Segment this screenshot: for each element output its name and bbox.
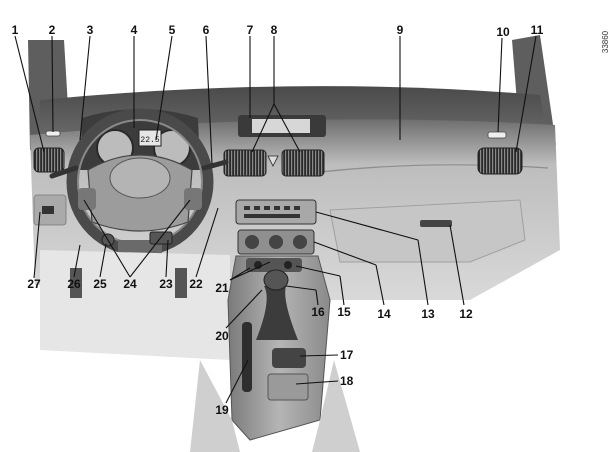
callout-14: 14: [377, 307, 391, 321]
climate-left-knob: [245, 235, 259, 249]
callout-1: 1: [12, 23, 19, 37]
horn-pad: [109, 157, 171, 199]
radio-buttons: [244, 206, 300, 218]
callout-21: 21: [215, 281, 229, 295]
callout-11: 11: [531, 23, 544, 37]
callout-10: 10: [496, 25, 510, 39]
cup-holder: [272, 348, 306, 368]
central-left-vent: [223, 149, 267, 177]
callout-19: 19: [215, 403, 229, 417]
callout-9: 9: [397, 23, 404, 37]
steering-left-controls: [78, 188, 96, 210]
right-side-vent: [477, 147, 523, 175]
central-right-vent: [281, 149, 325, 177]
bonnet-release: [42, 206, 54, 214]
storage-compartment: [267, 373, 309, 401]
wiper-stalk: [201, 159, 229, 171]
side-window-demister: [487, 131, 507, 139]
callout-15: 15: [337, 305, 351, 319]
gear-knob: [263, 269, 289, 291]
callout-27: 27: [27, 277, 41, 291]
driver-footwell: [40, 250, 230, 360]
callout-7: 7: [247, 23, 254, 37]
digital-display-value: 22.5: [140, 136, 159, 145]
callout-20: 20: [215, 329, 229, 343]
parking-brake: [242, 322, 252, 392]
callout-13: 13: [421, 307, 435, 321]
left-seat-edge: [190, 360, 240, 452]
callout-3: 3: [87, 23, 94, 37]
callout-4: 4: [131, 23, 138, 37]
callout-24: 24: [123, 277, 137, 291]
glovebox: [329, 199, 526, 263]
gear-lever-gaiter: [256, 286, 298, 340]
glovebox-handle: [420, 220, 452, 227]
callout-8: 8: [271, 23, 278, 37]
pedal-left: [70, 268, 82, 298]
callout-22: 22: [189, 277, 203, 291]
reference-code: 33860: [601, 30, 610, 53]
left-side-vent: [33, 147, 65, 173]
callout-6: 6: [203, 23, 210, 37]
leader-lines: [14, 35, 537, 404]
lighting-stalk: [49, 165, 79, 179]
steering-right-controls: [184, 188, 202, 210]
climate-right-knob: [293, 235, 307, 249]
central-display-screen: [252, 119, 310, 133]
right-seat-edge: [312, 360, 360, 452]
hazard-warning-switch: [267, 155, 279, 167]
callout-16: 16: [311, 305, 325, 319]
radio-unit: [235, 199, 317, 225]
pedal-right: [175, 268, 187, 298]
climate-mid-knob: [269, 235, 283, 249]
callout-2: 2: [49, 23, 56, 37]
callout-18: 18: [340, 374, 354, 388]
callout-5: 5: [169, 23, 176, 37]
digital-display: [138, 129, 162, 147]
callout-23: 23: [159, 277, 173, 291]
socket-right: [284, 261, 292, 269]
callout-17: 17: [340, 348, 354, 362]
callout-26: 26: [67, 277, 81, 291]
callout-12: 12: [459, 307, 473, 321]
callout-25: 25: [93, 277, 107, 291]
callout-labels: 1 2 3 4 5 6 7 8 9 10 11 12 13 14 15 16 1…: [12, 23, 544, 417]
